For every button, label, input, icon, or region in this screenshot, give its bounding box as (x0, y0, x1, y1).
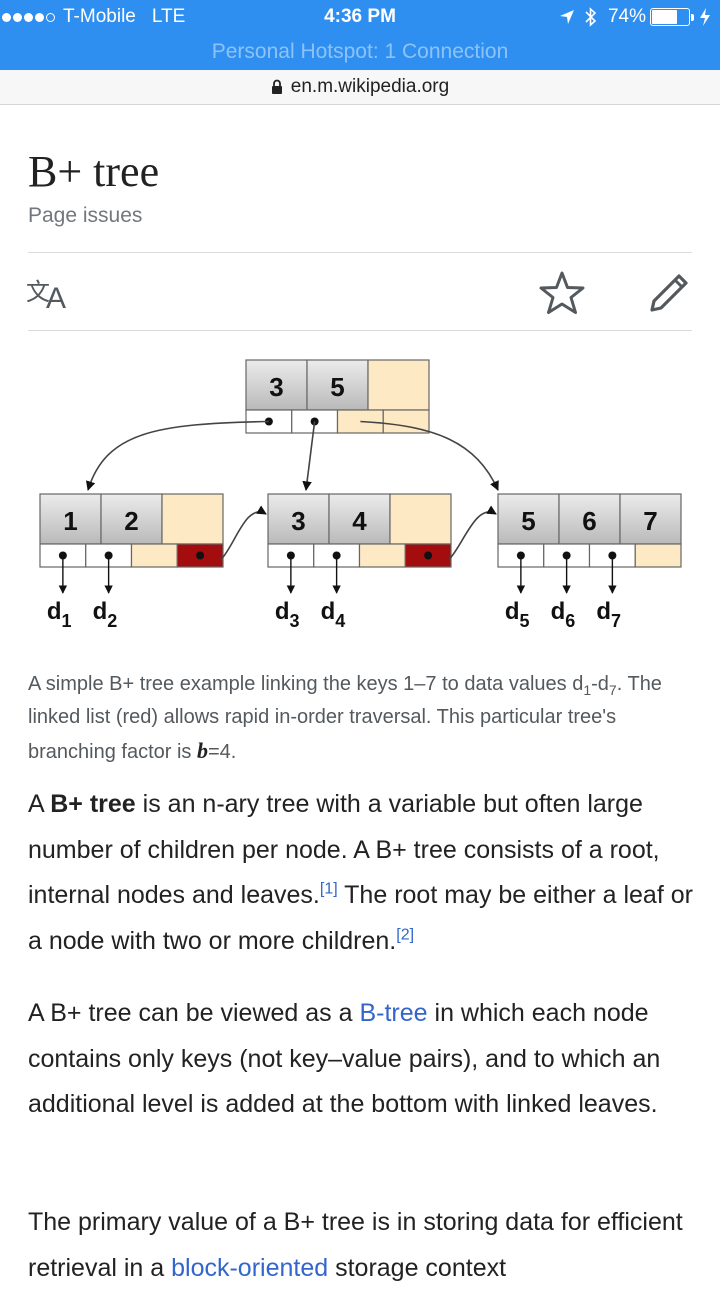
leaf-node-2-key-label: 4 (352, 506, 367, 536)
bluetooth-icon (585, 7, 597, 27)
data-label-d3: d3 (275, 598, 300, 631)
signal-strength-icon (2, 12, 57, 22)
status-time: 4:36 PM (324, 6, 396, 27)
svg-text:A: A (46, 282, 66, 312)
root-node-pointer-cell (382, 409, 430, 434)
leaf-node-3-key-label: 5 (521, 506, 535, 536)
leaf-node-1-pointer-cell (130, 543, 178, 568)
data-label-d5: d5 (505, 598, 530, 631)
battery-percent: 74% (607, 6, 646, 27)
reference-1-link[interactable]: [1] (319, 880, 338, 898)
root-node-key-cell (245, 359, 308, 411)
leaf-node-3-pointer-cell (634, 543, 682, 568)
root-node-key-cell (306, 359, 369, 411)
primary-value-paragraph: The primary value of a B+ tree is in sto… (28, 1208, 683, 1282)
page-title: B+ tree (28, 147, 160, 196)
leaf-node-1-pointer-dot (196, 551, 205, 560)
child-pointer-arrow (85, 420, 269, 491)
data-label-d2: d2 (93, 598, 118, 631)
language-icon[interactable]: 文 A (26, 272, 76, 312)
root-node-key-label: 3 (269, 372, 283, 402)
data-label-d4: d4 (321, 598, 346, 631)
leaf-node-2-key-label: 3 (291, 506, 305, 536)
figure-caption: A simple B+ tree example linking the key… (28, 673, 662, 763)
url-bar[interactable]: en.m.wikipedia.org (0, 70, 720, 105)
data-label-d7: d7 (596, 598, 621, 631)
status-left: T-Mobile LTE (0, 6, 185, 28)
charging-bolt-icon (700, 8, 710, 26)
linked-list-arrow (448, 505, 497, 561)
intro-paragraph: A B+ tree is an n-ary tree with a variab… (28, 790, 693, 955)
carrier-name: T-Mobile (63, 6, 136, 27)
btree-paragraph: A B+ tree can be viewed as a B-tree in w… (28, 999, 661, 1118)
svg-text:文: 文 (26, 278, 50, 306)
leaf-node-3-key-cell (497, 493, 560, 545)
toolbar-divider (28, 330, 692, 331)
child-pointer-arrow (360, 420, 499, 491)
battery-icon (650, 8, 690, 26)
page-issues-link[interactable]: Page issues (28, 204, 143, 227)
leaf-node-2-pointer-cell (358, 543, 406, 568)
leaf-node-1-key-label: 1 (63, 506, 77, 536)
leaf-node-1-key-label: 2 (124, 506, 138, 536)
child-pointer-arrow (302, 421, 316, 491)
data-label-d6: d6 (551, 598, 576, 631)
linked-list-arrow (220, 505, 267, 561)
leaf-node-3-key-cell (558, 493, 621, 545)
b-tree-link[interactable]: B-tree (359, 999, 428, 1027)
leaf-node-1-key-cell (161, 493, 224, 545)
status-bar: T-Mobile LTE 4:36 PM 74% (0, 0, 720, 38)
b-plus-tree-diagram[interactable]: 3 5 1 2 3 4 5 6 7 d1 d2 d3 d4 d5 d6 d7 (36, 352, 686, 652)
leaf-node-3-key-label: 6 (582, 506, 596, 536)
root-node-key-cell (367, 359, 430, 411)
lock-icon (271, 79, 282, 94)
location-arrow-icon (559, 10, 574, 24)
root-node-key-label: 5 (330, 372, 344, 402)
leaf-node-2-pointer-dot (424, 551, 433, 560)
status-right: 74% (558, 6, 712, 28)
reference-2-link[interactable]: [2] (396, 926, 415, 944)
leaf-node-1-key-cell (100, 493, 163, 545)
hotspot-banner[interactable]: Personal Hotspot: 1 Connection (0, 38, 720, 70)
star-icon[interactable] (538, 270, 586, 316)
data-label-d1: d1 (47, 598, 72, 631)
pencil-icon[interactable] (646, 270, 692, 316)
header-divider (28, 252, 692, 253)
leaf-node-3-key-label: 7 (643, 506, 657, 536)
leaf-node-3-key-cell (619, 493, 682, 545)
block-oriented-link[interactable]: block-oriented (171, 1253, 329, 1282)
url-text: en.m.wikipedia.org (290, 76, 450, 97)
leaf-node-2-key-cell (389, 493, 452, 545)
network-type: LTE (151, 6, 186, 27)
